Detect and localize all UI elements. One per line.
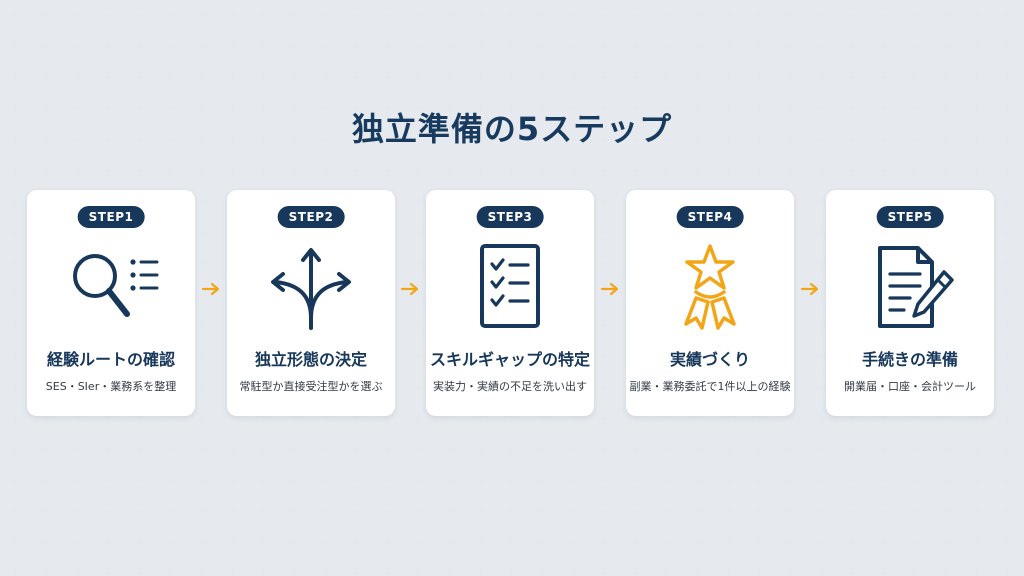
step-badge: STEP4 [676,206,744,228]
step-card-1: STEP1 経験ルートの確認 SES・SIer・業務系を整理 [27,190,195,416]
step-subtitle: 実装力・実績の不足を洗い出す [433,380,587,393]
step-badge: STEP2 [277,206,345,228]
arrow-right-icon [401,282,419,296]
step-card-5: STEP5 手続きの準備 開業届・口座・会計ツール [826,190,994,416]
document-pen-icon [878,246,954,328]
award-star-icon [684,244,736,330]
arrow-right-icon [202,282,220,296]
step-title: 独立形態の決定 [254,350,367,369]
step-title: 手続きの準備 [861,350,958,369]
step-subtitle: 常駐型か直接受注型かを選ぶ [239,380,383,393]
page-title: 独立準備の5ステップ [351,110,673,148]
step-title: 実績づくり [669,350,750,369]
step-card-2: STEP2 独立形態の決定 常駐型か直接受注型かを選ぶ [227,190,395,416]
arrow-right-icon [801,282,819,296]
step-subtitle: SES・SIer・業務系を整理 [45,380,177,393]
checklist-icon [480,244,540,328]
branching-arrows-icon [271,248,351,330]
step-badge: STEP3 [476,206,544,228]
step-card-4: STEP4 実績づくり 副業・業務委託で1件以上の経験 [626,190,794,416]
step-badge: STEP5 [876,206,944,228]
magnifier-list-icon [73,254,159,317]
step-card-3: STEP3 スキルギャップの特定 実装力・実績の不足を洗い出す [426,190,594,416]
step-badge: STEP1 [77,206,145,228]
step-title: 経験ルートの確認 [46,350,175,369]
step-title: スキルギャップの特定 [429,350,590,369]
arrow-right-icon [601,282,619,296]
step-subtitle: 開業届・口座・会計ツール [844,380,976,393]
step-subtitle: 副業・業務委託で1件以上の経験 [629,380,791,393]
